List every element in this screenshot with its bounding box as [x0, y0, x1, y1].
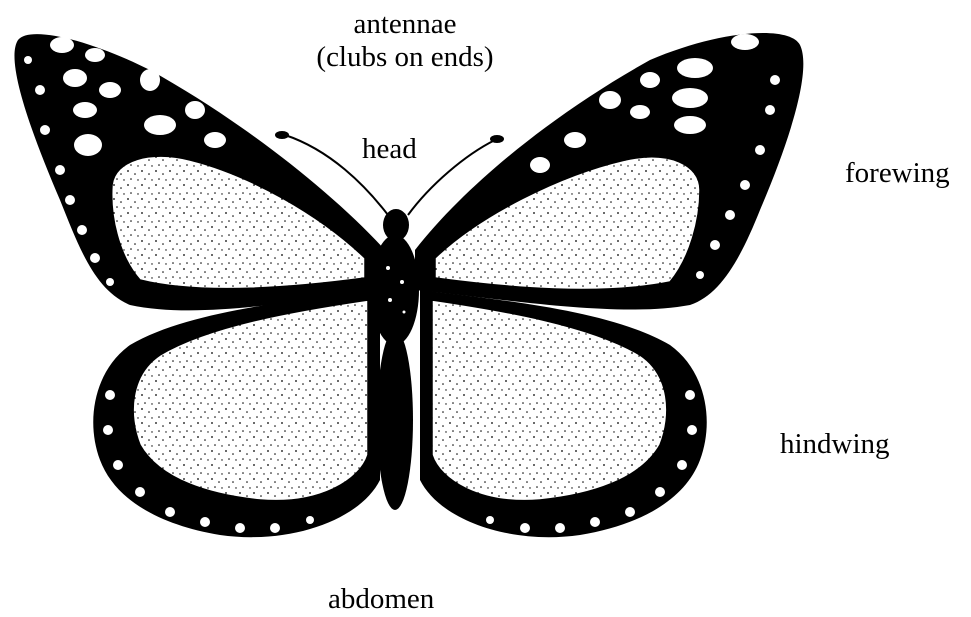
- abdomen-label: abdomen: [328, 583, 434, 616]
- right-antenna-club: [490, 135, 504, 143]
- antennae-label: antennae (clubs on ends): [300, 8, 510, 75]
- thorax-shape: [371, 235, 419, 345]
- hindwing-label: hindwing: [780, 428, 890, 461]
- antennae-label-line1: antennae: [300, 8, 510, 41]
- head-label: head: [362, 133, 417, 166]
- forewing-label: forewing: [845, 157, 950, 190]
- left-forewing: [14, 34, 385, 310]
- left-antenna-club: [275, 131, 289, 139]
- left-hindwing: [93, 290, 380, 537]
- abdomen-shape: [377, 330, 413, 510]
- right-hindwing: [420, 290, 707, 537]
- antennae-label-line2: (clubs on ends): [300, 41, 510, 74]
